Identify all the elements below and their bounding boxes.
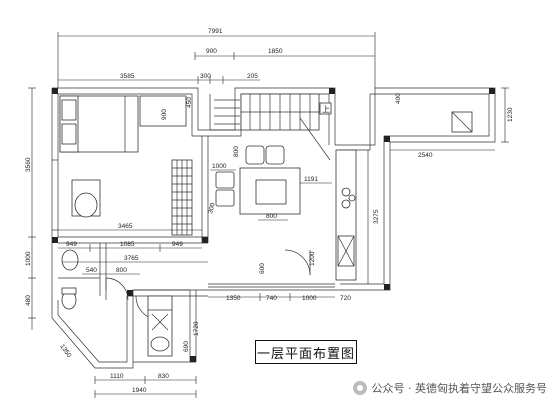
dim-1200: 1200 <box>309 251 316 266</box>
dim-480: 480 <box>25 295 32 306</box>
dim-1940: 1940 <box>132 387 147 394</box>
plan-title-box: 一层平面布置图 <box>255 340 357 364</box>
dim-800-bath: 800 <box>116 267 127 274</box>
dim-3465: 3465 <box>118 223 133 230</box>
dim-1085: 1085 <box>120 241 135 248</box>
dim-1110: 1110 <box>110 373 124 380</box>
dim-1850: 1850 <box>268 48 283 55</box>
bed <box>59 95 139 153</box>
dim-690: 690 <box>183 341 190 352</box>
bathroom-fixtures <box>61 249 79 310</box>
dim-740: 740 <box>266 295 277 302</box>
sofa-set <box>215 167 301 215</box>
dim-1350-diag: 1350 <box>58 343 72 359</box>
dim-overall: 7991 <box>208 28 223 35</box>
dim-900: 900 <box>206 48 217 55</box>
interior-dimensions: 450 900 800 1000 1191 300 800 3465 949 1… <box>58 97 351 352</box>
dim-v800: 800 <box>233 146 240 157</box>
dim-720: 720 <box>340 295 351 302</box>
dim-3560: 3560 <box>25 157 32 172</box>
dim-205: 205 <box>247 73 258 80</box>
watermark-text: 公众号 · 英德匈执着守望公众服务号 <box>371 382 548 395</box>
annex-appliance <box>451 111 473 133</box>
top-dimension-chain: 7991 900 1850 3585 300 205 <box>57 28 376 88</box>
dim-left-1000: 1000 <box>25 251 32 266</box>
laundry-closet <box>147 295 173 357</box>
window-lines <box>52 159 335 288</box>
stair-steps-left <box>171 159 193 236</box>
dim-540: 540 <box>86 267 97 274</box>
main-staircase: 上 <box>209 93 332 161</box>
dim-1720: 1720 <box>193 321 200 336</box>
right-dimension-chain: 1230 400 2540 3275 <box>367 87 514 284</box>
watermark: 公众号 · 英德匈执着守望公众服务号 <box>352 380 548 396</box>
dim-1000-living: 1000 <box>212 163 227 170</box>
dim-3275: 3275 <box>373 209 380 224</box>
dim-1230: 1230 <box>507 107 514 122</box>
stair-up-label: 上 <box>322 105 330 114</box>
dim-300-living: 300 <box>207 202 217 215</box>
kitchen-counter <box>335 149 357 281</box>
dim-300: 300 <box>200 73 211 80</box>
dim-1191: 1191 <box>304 176 318 183</box>
dim-949-b: 949 <box>172 241 183 248</box>
dim-3765: 3765 <box>124 255 139 262</box>
dim-400: 400 <box>395 93 402 104</box>
dim-3585: 3585 <box>120 73 135 80</box>
dim-2540: 2540 <box>418 152 433 159</box>
armchairs <box>245 145 285 165</box>
plan-title: 一层平面布置图 <box>256 346 355 362</box>
wardrobe <box>139 95 187 127</box>
dim-800-living: 800 <box>266 213 277 220</box>
wechat-icon <box>352 381 367 395</box>
dim-600: 600 <box>259 263 266 274</box>
round-table <box>71 179 101 218</box>
bottom-dimension-chain: 1110 830 1940 <box>94 373 197 398</box>
dim-949-a: 949 <box>66 241 77 248</box>
dim-450: 450 <box>186 97 193 108</box>
dim-v900: 900 <box>161 109 168 120</box>
dim-1350: 1350 <box>226 295 241 302</box>
dim-1000-bottom: 1000 <box>302 295 317 302</box>
wall-hatching <box>52 88 495 362</box>
dim-830: 830 <box>158 373 169 380</box>
